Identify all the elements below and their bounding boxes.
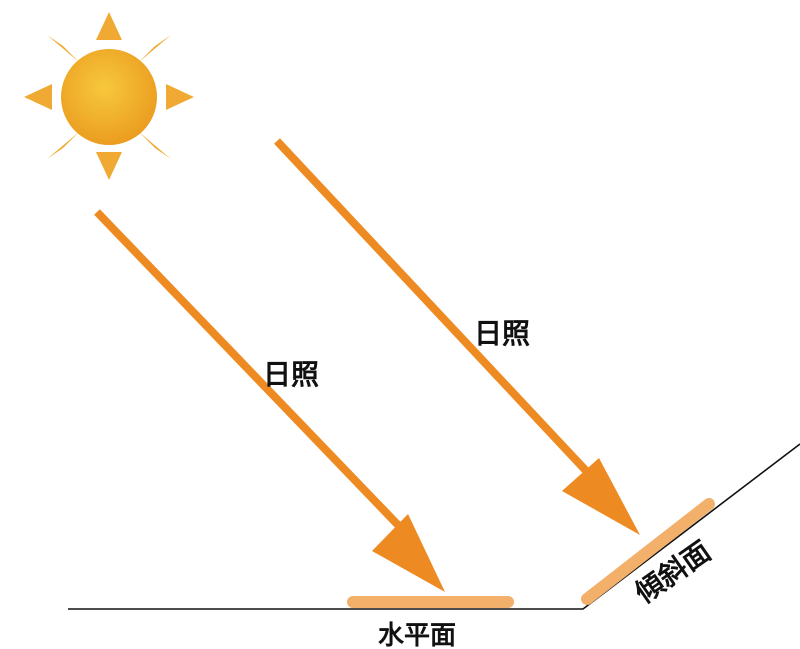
- sunlight-arrow-left: [94, 209, 445, 592]
- sun-ray: [96, 12, 122, 40]
- horizontal-surface-label: 水平面: [378, 621, 456, 649]
- sun-ray: [166, 84, 194, 110]
- inclined-surface-label: 傾斜面: [628, 535, 717, 611]
- arrow-icon: [94, 209, 401, 528]
- sunlight-label-right: 日照: [474, 317, 530, 350]
- arrow-head: [562, 458, 640, 535]
- sun-ray: [139, 35, 171, 62]
- sunlight-label-left: 日照: [263, 358, 319, 391]
- sun-ray: [47, 132, 79, 159]
- sun-core: [61, 49, 157, 145]
- sun-ray: [139, 132, 171, 159]
- sun-ray: [96, 152, 122, 180]
- sun-icon: [24, 12, 194, 180]
- sun-ray: [47, 35, 79, 62]
- sunlight-arrow-right: [274, 138, 640, 535]
- arrow-icon: [274, 138, 593, 478]
- inclined-surface-plate: [581, 498, 715, 605]
- ground-line: [68, 443, 800, 610]
- sun-ray: [24, 84, 52, 110]
- arrow-head: [372, 514, 445, 592]
